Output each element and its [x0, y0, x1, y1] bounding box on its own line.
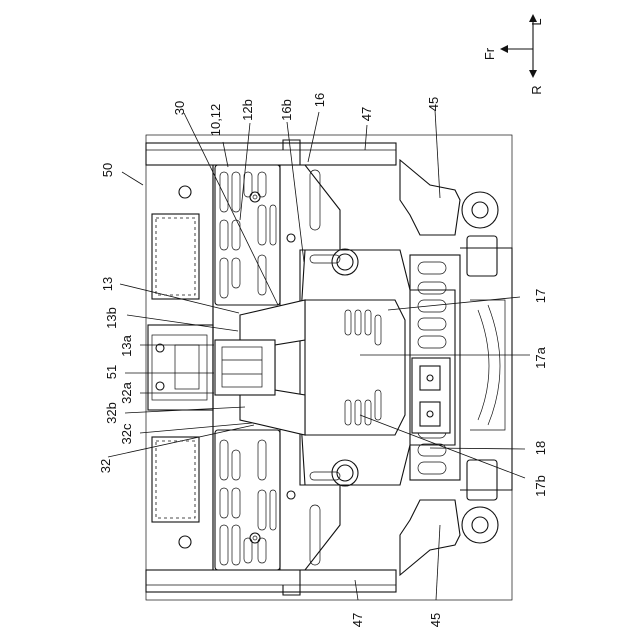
label-13b: 13b [104, 307, 119, 329]
label-17a: 17a [533, 346, 548, 368]
opening-left [152, 214, 199, 299]
hole-top [179, 186, 191, 198]
side-members [280, 165, 340, 570]
bracket-47-bottom [283, 570, 300, 595]
label-50: 50 [100, 163, 115, 177]
label-17b: 17b [533, 475, 548, 497]
floor-panel [146, 165, 213, 570]
sill-left [146, 143, 396, 165]
label-32: 32 [98, 459, 113, 473]
mount-plate-18 [412, 358, 450, 433]
label-47-top: 47 [359, 107, 374, 121]
label-47-bottom: 47 [350, 613, 365, 627]
label-17: 17 [533, 289, 548, 303]
label-32a: 32a [119, 381, 134, 403]
label-16: 16 [312, 93, 327, 107]
label-45-bottom: 45 [428, 613, 443, 627]
label-10-12: 10,12 [208, 104, 223, 137]
center-bracket [215, 300, 305, 435]
outer-boundary [146, 135, 512, 600]
opening-right [152, 437, 199, 522]
label-45-top: 45 [426, 97, 441, 111]
arrow-fr-icon [500, 45, 508, 53]
orientation-label-fr: Fr [482, 47, 497, 60]
label-51: 51 [104, 365, 119, 379]
front-beads [410, 255, 460, 480]
label-18: 18 [533, 441, 548, 455]
label-12b: 12b [240, 99, 255, 121]
orientation-label-l: L [529, 18, 544, 25]
orientation-indicator: L R Fr [482, 14, 544, 95]
label-16b: 16b [279, 99, 294, 121]
label-13a: 13a [119, 334, 134, 356]
orientation-label-r: R [529, 85, 544, 94]
hole-bottom [179, 536, 191, 548]
label-32b: 32b [104, 402, 119, 424]
module-51 [148, 325, 213, 410]
front-cross-member [460, 236, 512, 500]
mount-45-top [400, 160, 460, 235]
mount-45-bottom [400, 500, 460, 575]
label-13: 13 [100, 277, 115, 291]
arrow-r-icon [529, 70, 537, 78]
label-30: 30 [172, 101, 187, 115]
sill-right [146, 570, 396, 592]
label-32c: 32c [119, 423, 134, 444]
